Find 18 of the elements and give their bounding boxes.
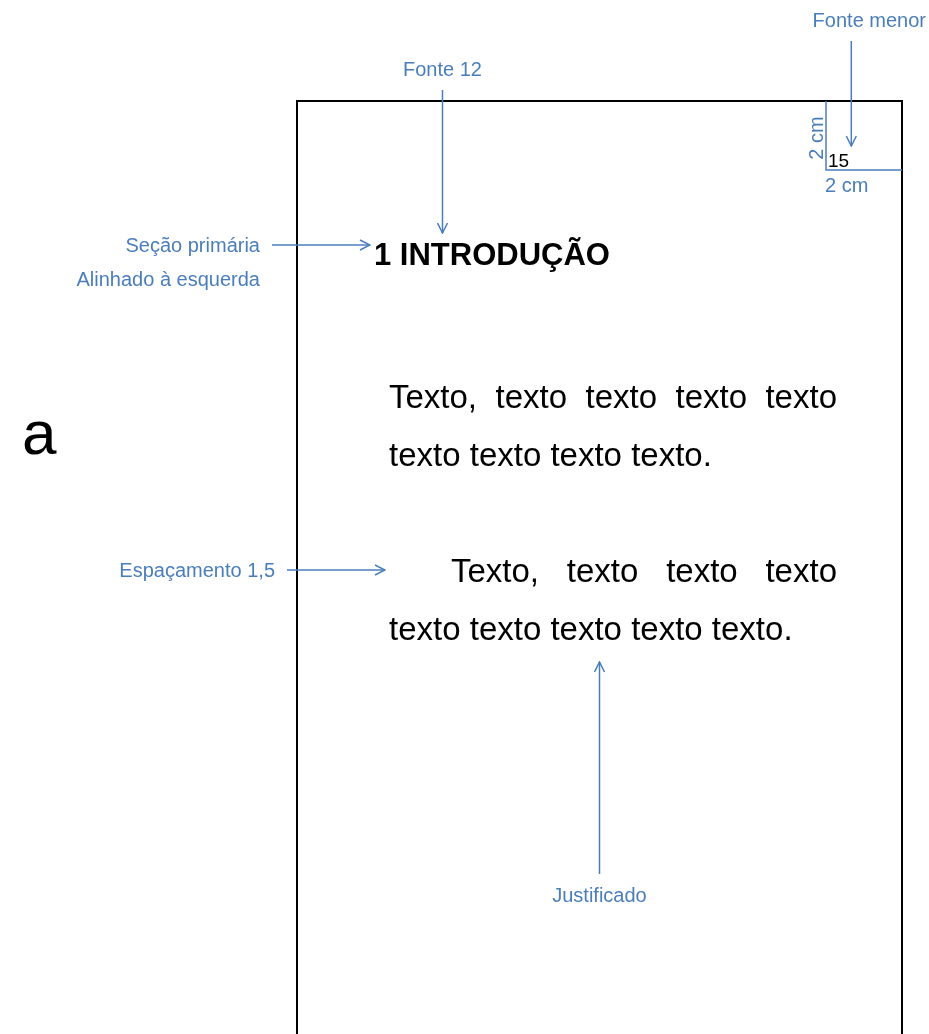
page-box: [296, 100, 903, 1034]
arrow: [271, 239, 371, 251]
annotation-text: Fonte 12: [380, 52, 505, 86]
section-heading: 1 INTRODUÇÃO: [374, 237, 610, 273]
dimension-label: 2 cm: [804, 116, 827, 160]
annotation-text: Fonte menor: [760, 3, 926, 37]
arrow: [845, 40, 858, 147]
annotation-text: Espaçamento 1,5: [40, 553, 275, 587]
slide-text: a: [22, 402, 57, 464]
annotation-text: Justificado: [522, 878, 677, 912]
body-paragraph: Texto, texto texto texto texto texto texto texto texto.: [389, 368, 837, 484]
page-number: 15: [828, 150, 850, 172]
arrow: [436, 89, 449, 234]
arrow: [286, 564, 386, 576]
annotation-text: Seção primária Alinhado à esquerda: [62, 228, 260, 296]
body-paragraph: Texto, texto texto texto texto texto texto texto texto.: [389, 542, 837, 658]
dimension-label: 2 cm: [825, 174, 869, 196]
arrow: [593, 661, 606, 875]
